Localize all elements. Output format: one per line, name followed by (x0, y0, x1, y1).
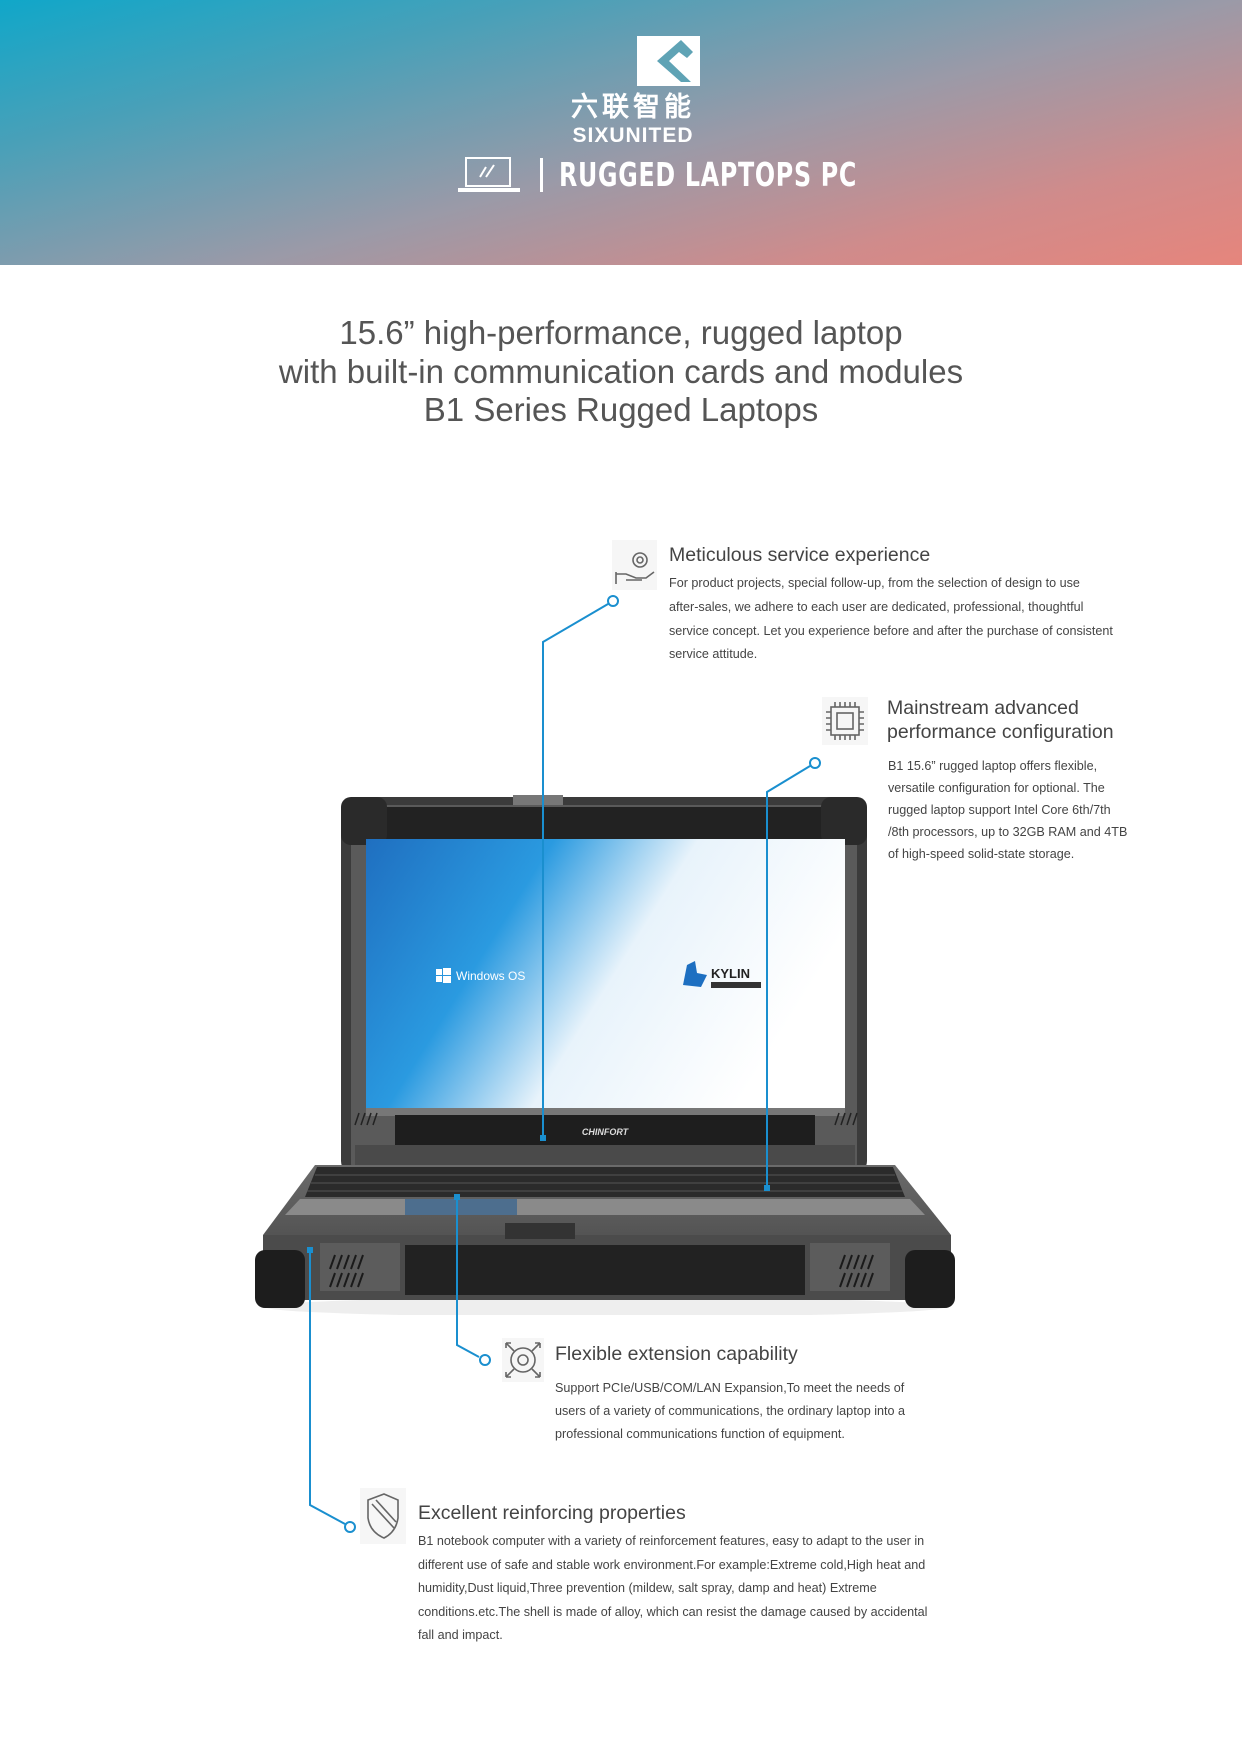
title-line-2: with built-in communication cards and mo… (278, 352, 964, 390)
feature-body-line: service attitude. (669, 647, 758, 662)
feature-title-line: Mainstream advanced (887, 697, 1079, 719)
title-line-1: 15.6” high-performance, rugged laptop (339, 314, 903, 351)
feature-title-extension: Flexible extension capability (555, 1343, 798, 1365)
feature-body-performance: B1 15.6” rugged laptop offers flexible, … (888, 755, 1127, 865)
feature-body-line: users of a variety of communications, th… (555, 1404, 906, 1418)
callout-node-performance (809, 757, 821, 769)
service-hand-gear-icon (612, 540, 657, 590)
feature-title-service: Meticulous service experience (669, 544, 931, 566)
feature-body-line: different use of safe and stable work en… (418, 1557, 926, 1572)
feature-body-line: conditions.etc.The shell is made of allo… (418, 1604, 928, 1619)
feature-title-line: performance configuration (887, 721, 1114, 743)
feature-body-service: For product projects, special follow-up,… (669, 572, 1113, 667)
page-title: 15.6” high-performance, rugged laptop wi… (0, 314, 1242, 430)
brand-name-english: SIXUNITED (572, 124, 694, 147)
brand-name-chinese: 六联智能 (571, 92, 695, 122)
feature-title-performance: Mainstream advanced performance configur… (887, 696, 1114, 744)
feature-body-line: after-sales, we adhere to each user are … (669, 599, 1084, 614)
screen-windows-label: Windows OS (456, 969, 525, 983)
feature-body-line: B1 15.6” rugged laptop offers flexible, (888, 759, 1098, 773)
feature-body-line: B1 notebook computer with a variety of r… (418, 1534, 925, 1548)
callout-node-reinforcing (344, 1521, 356, 1533)
title-line-3: B1 Series Rugged Laptops (423, 391, 819, 428)
feature-body-line: service concept. Let you experience befo… (669, 623, 1113, 638)
feature-title-reinforcing: Excellent reinforcing properties (418, 1502, 686, 1524)
feature-body-line: versatile configuration for optional. Th… (888, 781, 1105, 795)
feature-body-reinforcing: B1 notebook computer with a variety of r… (418, 1530, 927, 1648)
feature-body-line: Support PCIe/USB/COM/LAN Expansion,To me… (555, 1381, 905, 1395)
shield-icon (360, 1488, 406, 1544)
feature-body-line: For product projects, special follow-up,… (669, 576, 1080, 590)
sixunited-logo-icon (637, 36, 700, 86)
tagline: RUGGED LAPTOPS PC (458, 152, 973, 198)
rugged-laptop-image: Windows OS KYLIN CHINFORT (255, 795, 955, 1315)
callout-node-extension (479, 1354, 491, 1366)
tagline-divider (540, 158, 543, 192)
windows-logo-icon (436, 968, 451, 983)
laptop-outline-icon (458, 157, 520, 192)
screen-kylin-label: KYLIN (711, 966, 750, 981)
feature-body-extension: Support PCIe/USB/COM/LAN Expansion,To me… (555, 1377, 905, 1446)
expand-arrows-icon (502, 1338, 544, 1382)
feature-body-line: of high-speed solid-state storage. (888, 847, 1075, 861)
kylin-logo-icon (683, 961, 707, 987)
feature-body-line: humidity,Dust liquid,Three prevention (m… (418, 1581, 877, 1596)
callout-node-service (607, 595, 619, 607)
header-banner: 六联智能 SIXUNITED RUGGED LAPTOPS PC (0, 0, 1242, 265)
feature-body-line: rugged laptop support Intel Core 6th/7th (888, 803, 1111, 817)
feature-body-line: fall and impact. (418, 1628, 503, 1643)
feature-body-line: professional communications function of … (555, 1427, 845, 1441)
feature-body-line: /8th processors, up to 32GB RAM and 4TB (888, 825, 1128, 839)
tagline-text: RUGGED LAPTOPS PC (559, 155, 858, 194)
bezel-brand-label: CHINFORT (582, 1127, 630, 1137)
cpu-chip-icon (822, 697, 868, 745)
